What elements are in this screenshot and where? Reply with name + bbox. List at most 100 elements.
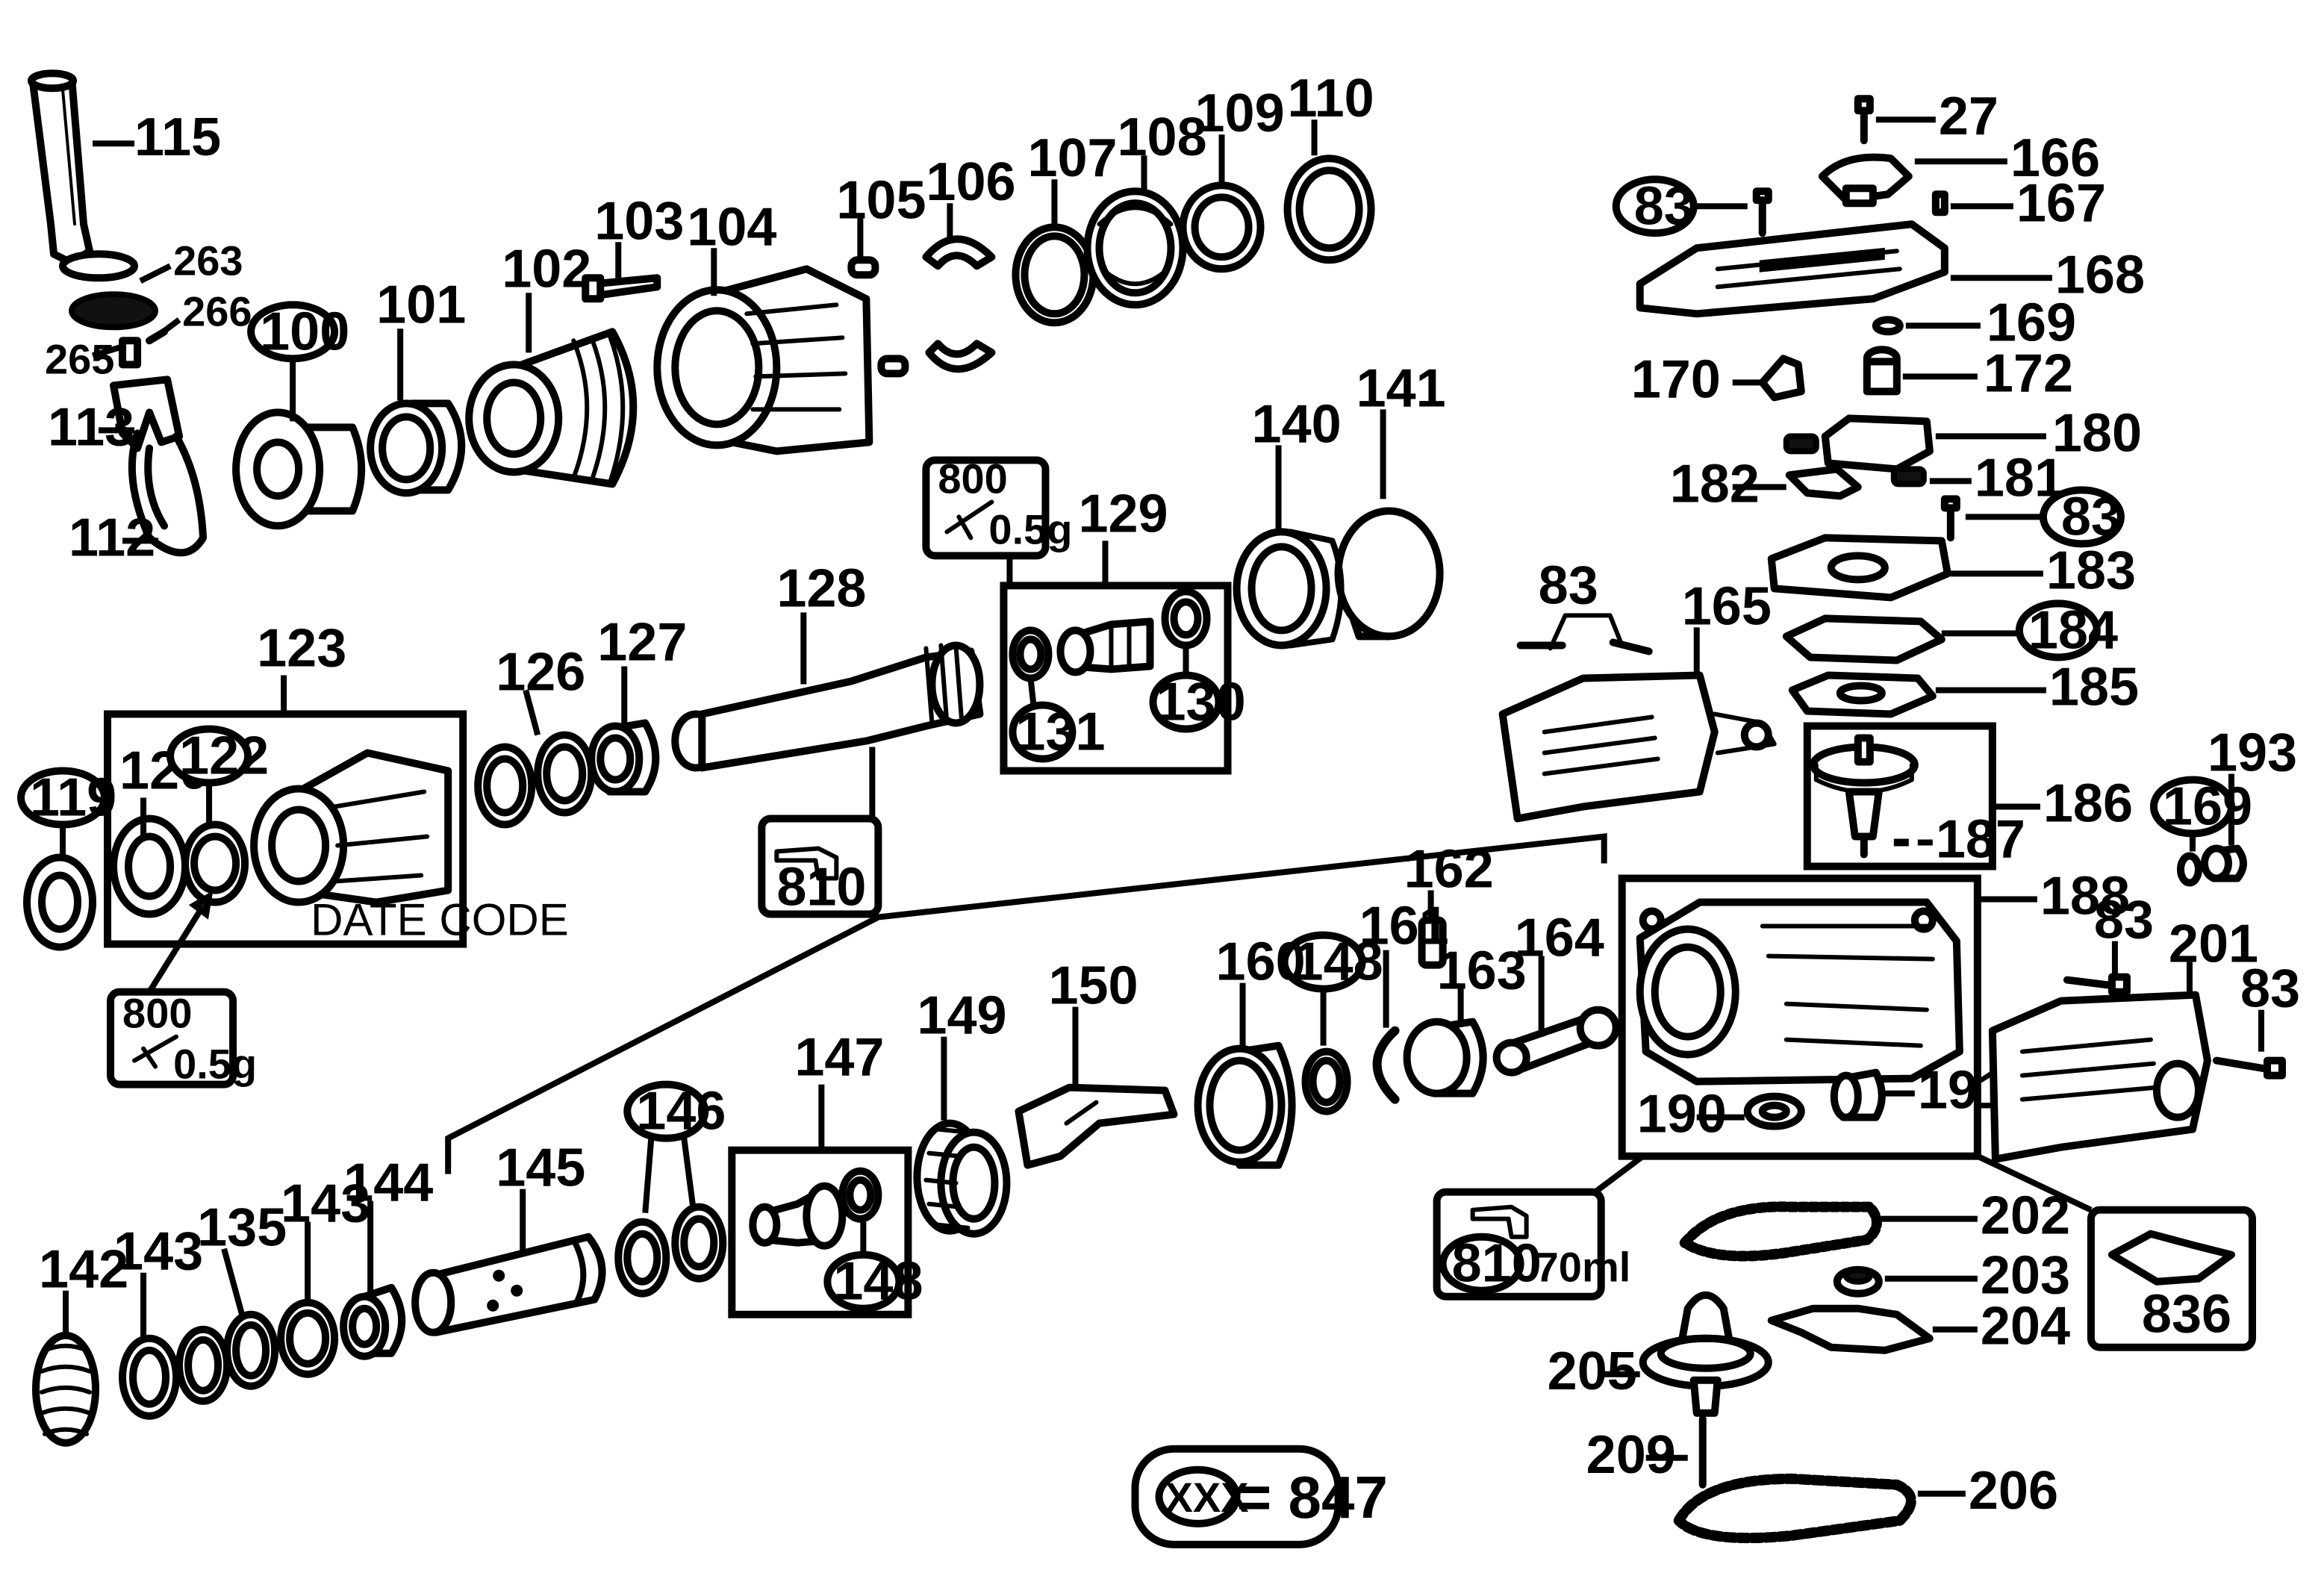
label-148a: 148 xyxy=(1294,932,1383,992)
part-188-gear-case xyxy=(1636,898,1963,1085)
part-168-top-cover xyxy=(1636,220,1948,318)
part-166-knob xyxy=(1818,153,1913,208)
label-122: 122 xyxy=(179,726,269,785)
label-05g-b: 0.5g xyxy=(173,1041,257,1088)
label-186: 186 xyxy=(2043,774,2133,834)
legend-oval xyxy=(1155,1465,1241,1527)
box-836 xyxy=(2087,1206,2256,1351)
part-101-ring xyxy=(367,399,466,497)
part-163-piston xyxy=(1403,1018,1487,1097)
part-185-seal-plate xyxy=(1788,671,1937,718)
part-206-belt xyxy=(1673,1473,1916,1544)
label-263: 263 xyxy=(173,237,243,284)
part-183-gear-cover xyxy=(1767,534,1951,602)
label-105: 105 xyxy=(836,170,926,230)
box-147 xyxy=(728,1146,912,1318)
label-266: 266 xyxy=(182,287,252,334)
label-160: 160 xyxy=(1216,932,1306,992)
label-115: 115 xyxy=(134,108,221,167)
label-169b: 169 xyxy=(2163,777,2252,837)
part-102-housing-sleeve xyxy=(465,328,638,488)
part-203-sprocket xyxy=(1833,1265,1883,1298)
label-107: 107 xyxy=(1027,128,1117,188)
part-100-clamp-sleeve xyxy=(232,408,366,530)
part-149-gear-ring xyxy=(913,1119,1011,1238)
label-203: 203 xyxy=(1981,1246,2070,1306)
label-204: 204 xyxy=(1981,1297,2070,1356)
part-184-gasket xyxy=(1782,614,1946,664)
label-112: 112 xyxy=(69,508,155,567)
label-190: 190 xyxy=(1637,1085,1727,1144)
part-162-pin xyxy=(1418,916,1447,969)
label-202: 202 xyxy=(1981,1186,2070,1246)
label-100: 100 xyxy=(260,302,349,361)
box-123 xyxy=(104,710,467,948)
part-148-o-ring-a xyxy=(1301,1047,1351,1115)
part-83-screw-b xyxy=(1940,495,1960,542)
part-193-plug xyxy=(2200,844,2247,882)
label-143b: 143 xyxy=(113,1222,203,1282)
label-148b: 148 xyxy=(833,1252,923,1312)
part-160-cylinder xyxy=(1194,1041,1296,1169)
part-186-gear-shaft xyxy=(1809,734,1919,859)
label-800b: 800 xyxy=(122,990,192,1037)
label-83d: 83 xyxy=(2094,891,2154,950)
label-142: 142 xyxy=(39,1240,128,1300)
part-202-chain xyxy=(1679,1201,1882,1262)
part-205-clutch-gear xyxy=(1639,1291,1772,1417)
part-141-snap-ring xyxy=(1334,507,1444,641)
label-163: 163 xyxy=(1437,941,1527,1001)
part-108-spring-sleeve xyxy=(1083,187,1187,309)
label-166: 166 xyxy=(2010,128,2100,188)
label-193: 193 xyxy=(2208,723,2297,782)
part-83-screw-d xyxy=(2063,973,2131,996)
part-167-pin xyxy=(1931,190,1948,217)
label-109: 109 xyxy=(1195,84,1285,143)
label-129: 129 xyxy=(1078,484,1168,543)
label-05g-a: 0.5g xyxy=(988,505,1072,552)
label-167: 167 xyxy=(2016,173,2106,233)
label-141: 141 xyxy=(1356,358,1446,418)
part-109-spring xyxy=(1179,181,1265,273)
box-186 xyxy=(1803,722,1996,870)
label-165: 165 xyxy=(1682,576,1772,636)
label-149: 149 xyxy=(917,986,1006,1046)
label-182: 182 xyxy=(1670,454,1760,514)
part-83-screw-e xyxy=(2212,1056,2286,1080)
label-810b: 810 xyxy=(1452,1234,1542,1294)
part-83-screw-a xyxy=(1752,187,1772,237)
part-103-screw xyxy=(582,274,661,303)
assembly-guideline xyxy=(445,833,1607,1174)
part-144-bushing xyxy=(340,1283,406,1360)
part-164-connecting-rod xyxy=(1492,1006,1620,1077)
label-161: 161 xyxy=(1359,897,1449,956)
label-188: 188 xyxy=(2040,867,2130,926)
label-127: 127 xyxy=(597,612,687,672)
label-108: 108 xyxy=(1117,108,1206,167)
label-184: 184 xyxy=(2028,600,2118,660)
part-190-bearing xyxy=(1743,1092,1805,1130)
label-144: 144 xyxy=(343,1153,433,1213)
part-180-selector xyxy=(1783,414,1934,473)
label-836: 836 xyxy=(2142,1285,2231,1345)
part-161-snap-ring xyxy=(1372,1026,1400,1104)
label-205: 205 xyxy=(1548,1342,1637,1401)
part-122-ring xyxy=(181,820,249,906)
part-127-bushing xyxy=(588,719,660,796)
label-131: 131 xyxy=(1015,702,1105,761)
label-180: 180 xyxy=(2052,403,2142,463)
part-104-gear-housing xyxy=(653,265,873,455)
part-201-side-cover xyxy=(1988,991,2211,1163)
label-201: 201 xyxy=(2169,915,2258,974)
part-128-spindle xyxy=(671,641,984,772)
label-800a: 800 xyxy=(938,455,1007,502)
label-27: 27 xyxy=(1939,87,1999,146)
label-147: 147 xyxy=(794,1028,884,1088)
box-810-grease-b xyxy=(1433,1188,1605,1301)
label-126: 126 xyxy=(496,642,585,702)
legend-xxx: XXX xyxy=(1165,1474,1249,1521)
label-168: 168 xyxy=(2055,245,2145,305)
legend-equals-847: = 847 xyxy=(1237,1464,1388,1530)
part-110-washer xyxy=(1283,155,1375,264)
